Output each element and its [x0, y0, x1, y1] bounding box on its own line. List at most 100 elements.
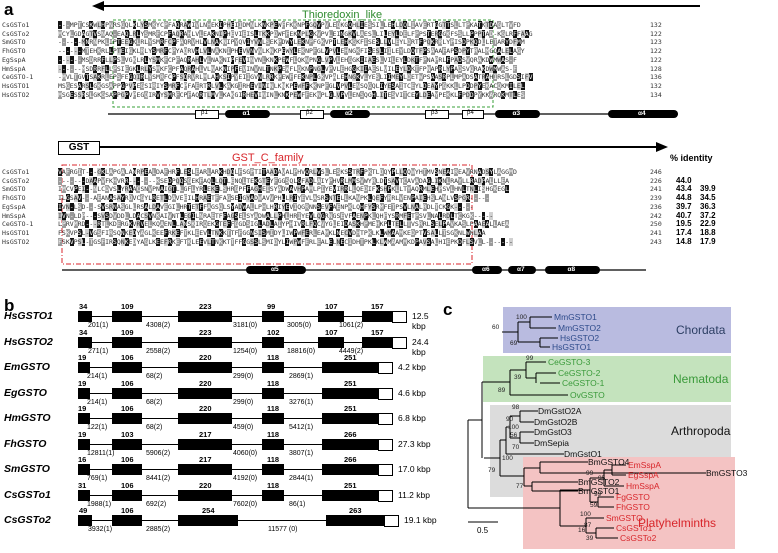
- residue: F: [512, 29, 517, 38]
- residue: -: [58, 176, 62, 185]
- exon-block: [362, 336, 392, 348]
- residue: H: [359, 202, 364, 211]
- residue: S: [144, 81, 149, 90]
- residue: S: [105, 202, 109, 211]
- residue: P: [152, 185, 157, 194]
- residue: L: [465, 237, 470, 246]
- residue: M: [81, 47, 86, 56]
- leaf-label: SmGSTO: [606, 513, 643, 523]
- residue: S: [379, 185, 384, 194]
- residue: -: [493, 237, 498, 246]
- exon-block: [112, 336, 142, 348]
- residue: R: [214, 168, 219, 176]
- residue: L: [108, 55, 113, 64]
- residue: L: [128, 211, 133, 220]
- residue: R: [273, 202, 278, 211]
- residue: K: [97, 47, 102, 56]
- residue: L: [191, 29, 196, 38]
- residue: Q: [407, 168, 411, 176]
- sequence-end-position: 132: [650, 21, 662, 29]
- residue: S: [359, 90, 364, 99]
- residue: F: [301, 81, 306, 90]
- exon-length: 220: [199, 378, 212, 388]
- residue: L: [179, 211, 184, 220]
- residue: K: [97, 90, 102, 99]
- residue: S: [77, 202, 82, 211]
- residue: F: [101, 237, 106, 246]
- residue: M: [309, 185, 313, 194]
- residue: N: [336, 237, 341, 246]
- residue: E: [210, 211, 215, 220]
- residue: E: [281, 64, 286, 73]
- residue: Q: [183, 64, 188, 73]
- residue: L: [375, 90, 380, 99]
- residue: M: [167, 90, 172, 99]
- residue: V: [336, 176, 341, 185]
- residue: G: [367, 81, 372, 90]
- residue: T: [477, 73, 482, 82]
- residue: G: [140, 194, 145, 203]
- exon-length: 266: [344, 455, 357, 464]
- residue: R: [132, 29, 137, 38]
- residue: D: [465, 73, 470, 82]
- residue: A: [505, 220, 510, 229]
- residue: A: [446, 168, 451, 176]
- exon-block: [112, 362, 142, 373]
- residue: Y: [156, 21, 160, 29]
- residue: E: [250, 176, 255, 185]
- residue: I: [387, 47, 392, 56]
- residue: T: [485, 21, 490, 29]
- residue: L: [387, 220, 392, 229]
- intron-length: 299(0): [233, 398, 254, 406]
- residue: K: [258, 21, 262, 29]
- residue: G: [167, 202, 172, 211]
- residue: N: [281, 81, 286, 90]
- residue: D: [258, 211, 262, 220]
- exon-length: 19: [78, 378, 87, 388]
- residue: N: [93, 185, 98, 194]
- residue: L: [371, 237, 376, 246]
- residue: E: [281, 55, 286, 64]
- residue: P: [112, 47, 117, 56]
- residue: L: [340, 194, 345, 203]
- sequence-residues: FSKVPSL-VGSFIRSQNKEDYAGLKEEFRKEFTKLEEVLT…: [58, 228, 643, 237]
- residue: W: [277, 29, 282, 38]
- residue: R: [442, 211, 447, 220]
- residue: K: [222, 237, 227, 246]
- residue: Y: [383, 81, 388, 90]
- residue: W: [258, 194, 262, 203]
- residue: V: [316, 168, 321, 176]
- residue: -: [458, 202, 462, 211]
- residue: E: [163, 202, 168, 211]
- residue: D: [422, 90, 427, 99]
- residue: P: [112, 64, 117, 73]
- residue: A: [454, 64, 459, 73]
- residue: V: [61, 202, 66, 211]
- residue: G: [246, 168, 251, 176]
- residue: T: [461, 21, 466, 29]
- residue: F: [58, 228, 62, 237]
- residue: K: [375, 185, 380, 194]
- residue: G: [120, 90, 125, 99]
- residue: G: [501, 168, 506, 176]
- exon-block: [178, 413, 232, 424]
- residue: A: [93, 194, 98, 203]
- residue: R: [140, 38, 145, 47]
- residue: P: [422, 38, 427, 47]
- sequence-end-position: 242: [650, 211, 662, 220]
- residue: G: [93, 81, 98, 90]
- residue: M: [485, 47, 490, 56]
- residue: T: [414, 73, 419, 82]
- residue: C: [167, 38, 172, 47]
- bootstrap-value: 100: [508, 424, 519, 431]
- residue: N: [93, 38, 98, 47]
- residue: L: [418, 81, 423, 90]
- residue: H: [167, 168, 172, 176]
- residue: R: [199, 81, 204, 90]
- residue: W: [285, 185, 290, 194]
- residue: C: [493, 81, 498, 90]
- residue: S: [520, 90, 525, 99]
- residue: A: [101, 194, 106, 203]
- residue: Y: [477, 90, 482, 99]
- residue: P: [171, 38, 176, 47]
